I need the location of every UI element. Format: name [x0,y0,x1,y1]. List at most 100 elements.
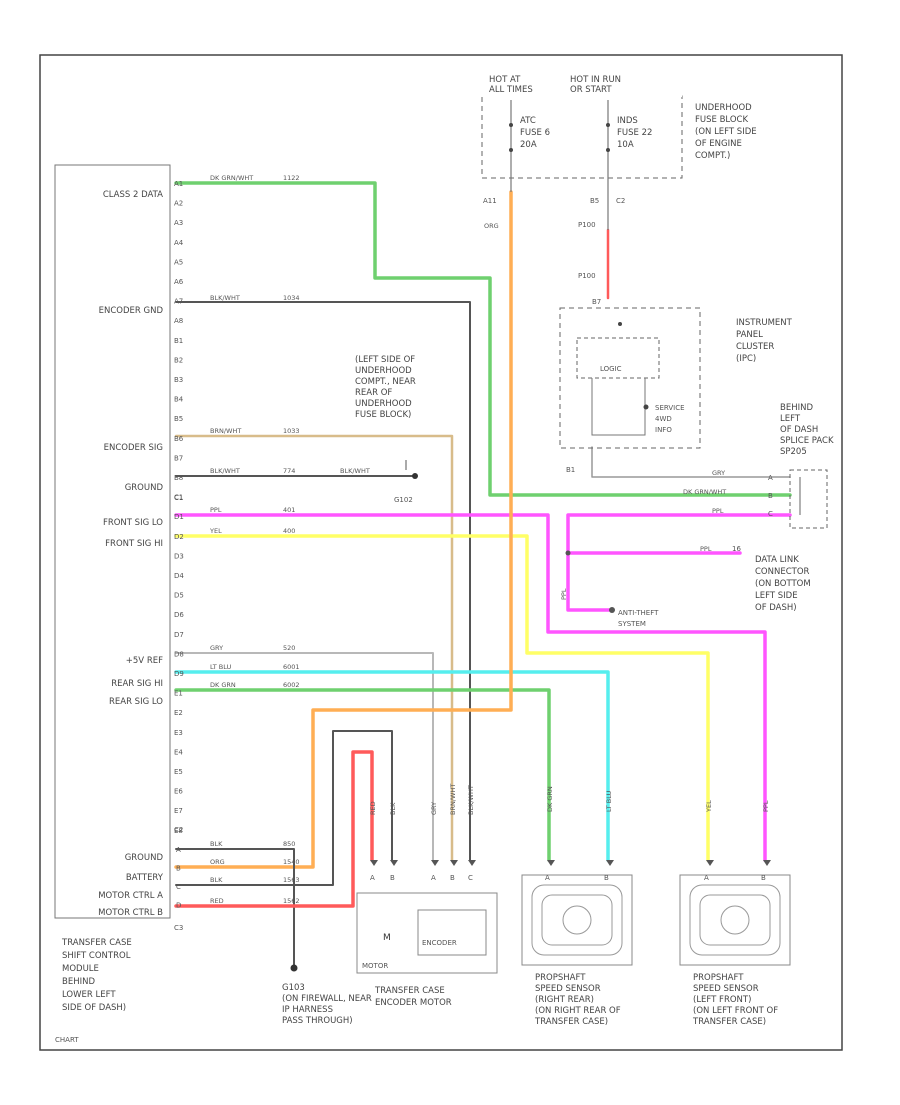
pin-c1: B2 [174,356,183,364]
pin-c1: E2 [174,709,183,717]
pin-c1: D1 [174,513,184,521]
pin-b7: B7 [592,298,601,306]
pin-a11: A11 [483,197,497,205]
connector-c3: C3 [174,924,183,932]
anti-theft: ANTI-THEFT [618,609,659,617]
rear-sensor-pin: A [545,874,550,882]
ipc-logic: LOGIC [600,365,622,373]
motor-wire-color: RED [369,801,377,815]
wire-circuit-ground: 774 [283,467,295,475]
fuse-b: INDS [617,116,638,126]
pin-c1: B3 [174,376,183,384]
signal-c2_ground: GROUND [125,853,164,863]
wire-motor-b [174,750,374,908]
pin-c1: E7 [174,807,183,815]
wire-color-front_lo: PPL [210,506,222,514]
wire-circuit-front_hi: 400 [283,527,295,535]
pin-c1: A7 [174,298,183,306]
wire-color-ipc-gry: GRY [712,469,725,477]
pin-c2: B [176,865,181,873]
pin-c1: D7 [174,631,184,639]
rear-sensor-label: PROPSHAFT [535,973,586,983]
pin-c1: B1 [174,337,183,345]
ipc-service: SERVICE [655,404,685,412]
wire-color-class2: DK GRN/WHT [210,174,253,182]
diagram-border [39,54,843,1051]
signal-enc_gnd: ENCODER GND [99,306,164,316]
splice-pack [789,469,828,529]
front-sensor-label: (ON LEFT FRONT OF [693,1006,778,1016]
signal-rear_lo: REAR SIG LO [109,697,163,707]
wire-circuit-c2_ground: 850 [283,840,295,848]
splice-label: LEFT [780,414,801,424]
front-sensor-label: (LEFT FRONT) [693,995,751,1005]
encoder-motor-label: TRANSFER CASE [374,986,445,996]
wire-color-rear_lo: DK GRN [210,681,236,689]
motor-pin: B [450,874,455,882]
wire-circuit-ref5v: 520 [283,644,295,652]
dlc-label: (ON BOTTOM [755,579,811,589]
pin-c1: B5 [174,415,183,423]
wire-circuit-enc_gnd: 1034 [283,294,300,302]
splice-pin: C [768,510,773,518]
front-sensor-body [679,874,791,966]
pin-c1: D8 [174,650,184,658]
pin-c1: D9 [174,670,184,678]
rear-sensor-label: (ON RIGHT REAR OF [535,1006,621,1016]
pin-b1: B1 [566,466,575,474]
pin-p100b: P100 [578,272,596,280]
motor-wire-color: GRY [430,802,438,815]
module-label: MODULE [62,964,99,974]
wire-encoder-sig [174,434,454,862]
wire-ipc-gry [591,446,791,478]
wire-color-enc_gnd: BLK/WHT [210,294,240,302]
wire-color-c2_ground: BLK [210,840,223,848]
wire-c2-ground [175,848,295,968]
wire-color-rear_hi: LT BLU [210,663,232,671]
connector-arrows [370,550,771,866]
motor-pin: A [370,874,375,882]
g103-label: IP HARNESS [282,1005,333,1015]
fuse-a: FUSE 6 [520,128,550,138]
motor-wire-color: BLK/WHT [467,785,475,815]
g102-note: REAR OF [355,388,392,398]
pin-c1: A4 [174,239,184,247]
splice-label: BEHIND [780,403,813,413]
wire-front-lo [174,513,767,862]
wire-color-ref5v: GRY [210,644,223,652]
module-label: SHIFT CONTROL [62,951,131,961]
pin-c1: E5 [174,768,183,776]
signal-front_lo: FRONT SIG LO [103,518,163,528]
wire-ipc-ppl [566,513,792,612]
front-sensor-pin: A [704,874,709,882]
wire-layer [174,181,792,968]
front-sensor-label: PROPSHAFT [693,973,744,983]
pin-c1: D4 [174,572,184,580]
pin-c1: A1 [174,180,183,188]
ipc-service: INFO [655,426,672,434]
module-label: TRANSFER CASE [61,938,132,948]
dlc-pin: 16 [732,545,741,553]
hot-at-all-times: HOT AT [489,75,521,85]
signal-battery: BATTERY [126,873,164,883]
wire-circuit-motor_a: 1563 [283,876,300,884]
pin-c1: C1 [174,494,183,502]
module-label: SIDE OF DASH) [62,1003,126,1013]
ipc-label: (IPC) [736,354,756,364]
wire-color-enc_sig: BRN/WHT [210,427,241,435]
wire-color-motor_a: BLK [210,876,223,884]
hot-in-run: OR START [570,85,612,95]
chart-footnote: CHART [55,1036,79,1044]
fuse-b: 10A [617,140,634,150]
wire-color-motor_b: RED [210,897,224,905]
pin-c2: C [176,883,181,891]
wire-circuit-rear_hi: 6001 [283,663,300,671]
splice-pin: A [768,474,773,482]
wire-circuit-enc_sig: 1033 [283,427,300,435]
pin-c2-fuse: C2 [616,197,625,205]
pin-c2: D [176,902,181,910]
motor-wire-color: BRN/WHT [449,784,457,815]
wire-color-ground-ext: BLK/WHT [340,467,370,475]
pin-c1: E6 [174,788,183,796]
